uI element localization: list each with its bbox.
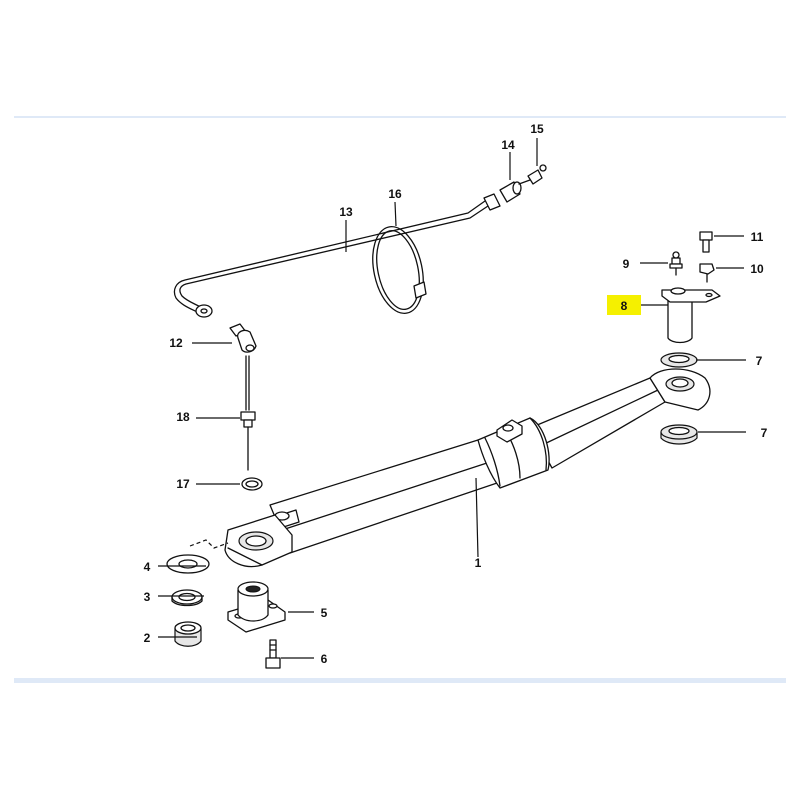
callout-8[interactable]: 8	[621, 299, 628, 313]
leader-lines	[158, 138, 746, 659]
callout-10[interactable]: 10	[750, 262, 764, 276]
nut-10	[699, 263, 715, 283]
fitting-14	[483, 181, 522, 211]
callout-17[interactable]: 17	[176, 477, 190, 491]
washer-4	[166, 554, 210, 574]
callout-labels: 1 2 3 4 5 6 7 7 8 9 10 11 12 13 14 15 16…	[144, 122, 768, 666]
pin-axis-dashes	[189, 539, 229, 549]
hose-end-fitting	[195, 304, 213, 318]
bushing-7-lower	[660, 424, 698, 445]
ring-3	[171, 589, 203, 607]
bolt-6	[265, 639, 281, 669]
bushing-2	[174, 621, 202, 647]
callout-4[interactable]: 4	[144, 560, 151, 574]
elbow-fitting-12	[229, 323, 257, 411]
callout-5[interactable]: 5	[321, 606, 328, 620]
o-ring-17	[241, 477, 263, 491]
bushing-7-upper	[660, 352, 698, 368]
sleeve-8	[661, 287, 721, 344]
callout-15[interactable]: 15	[530, 122, 544, 136]
clamp-16	[372, 226, 427, 314]
callout-14[interactable]: 14	[501, 138, 515, 152]
callout-6[interactable]: 6	[321, 652, 328, 666]
callout-13[interactable]: 13	[339, 205, 353, 219]
frame-bottom-line	[14, 678, 786, 683]
callout-1[interactable]: 1	[475, 556, 482, 570]
hose-13	[173, 200, 489, 315]
callout-16[interactable]: 16	[388, 187, 402, 201]
callout-18[interactable]: 18	[176, 410, 190, 424]
callout-11[interactable]: 11	[751, 230, 764, 244]
callout-9[interactable]: 9	[623, 257, 630, 271]
callout-7-upper[interactable]: 7	[756, 354, 763, 368]
mounting-bracket-5	[227, 581, 286, 633]
fitting-15	[518, 164, 547, 185]
grease-nipple-9	[669, 251, 683, 276]
callout-8-highlight	[607, 295, 641, 315]
callout-7-lower[interactable]: 7	[761, 426, 768, 440]
callout-3[interactable]: 3	[144, 590, 151, 604]
fitting-18	[240, 411, 256, 471]
bolt-11	[699, 231, 713, 253]
callout-12[interactable]: 12	[169, 336, 183, 350]
frame-top-line	[14, 116, 786, 118]
callout-2[interactable]: 2	[144, 631, 151, 645]
hydraulic-cylinder	[224, 368, 711, 568]
